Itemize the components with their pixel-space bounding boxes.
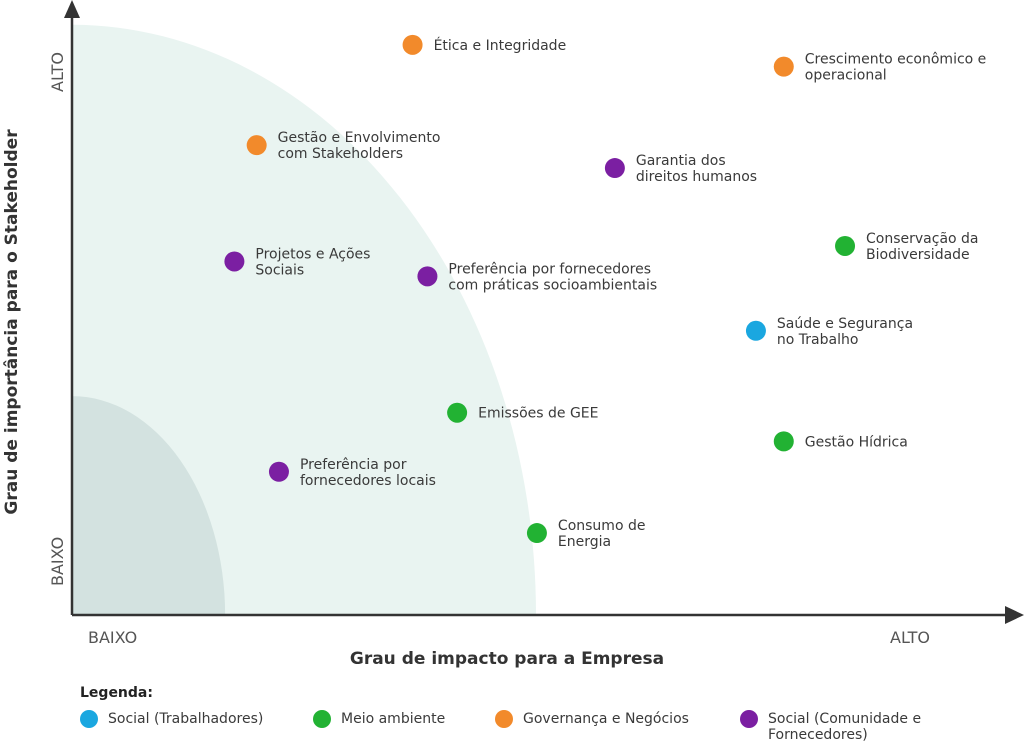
- point-marker: [604, 158, 625, 179]
- point-label: Garantia dos: [636, 153, 726, 169]
- x-axis-arrow-icon: [1005, 606, 1024, 624]
- point-marker: [402, 34, 423, 55]
- point-marker: [835, 235, 856, 256]
- point-label: Preferência por fornecedores: [448, 261, 651, 277]
- legend-label: Meio ambiente: [341, 711, 446, 727]
- point-label: Emissões de GEE: [478, 406, 598, 422]
- point-label: Gestão Hídrica: [805, 434, 908, 450]
- x-axis-title: Grau de impacto para a Empresa: [350, 649, 664, 669]
- legend-dot: [495, 710, 513, 728]
- legend-title: Legenda:: [80, 685, 153, 701]
- x-tick-low: BAIXO: [88, 628, 137, 647]
- point-label: Biodiversidade: [866, 247, 970, 263]
- data-point: Emissões de GEE: [447, 402, 598, 423]
- point-label: Energia: [558, 534, 611, 550]
- legend-dot: [313, 710, 331, 728]
- zone-outer: [72, 24, 536, 616]
- legend-item-social-trabalhadores: Social (Trabalhadores): [80, 710, 264, 728]
- point-label: Consumo de: [558, 518, 646, 534]
- point-marker: [224, 251, 245, 272]
- point-marker: [246, 135, 267, 156]
- point-label: e efluentes: [654, 0, 732, 2]
- point-label: operacional: [805, 68, 887, 84]
- legend-item-governanca: Governança e Negócios: [495, 710, 689, 728]
- legend-dot: [740, 710, 758, 728]
- point-label: com práticas socioambientais: [448, 277, 657, 293]
- legend-label: Social (Trabalhadores): [108, 711, 264, 727]
- point-marker: [773, 56, 794, 77]
- point-marker: [417, 266, 438, 287]
- point-label: Crescimento econômico e: [805, 52, 987, 68]
- data-point: Gestão de resíduose efluentes: [654, 0, 732, 2]
- point-label: no Trabalho: [777, 332, 859, 348]
- data-points: Equidade e DiversidadeGestão de resíduos…: [224, 0, 986, 550]
- point-marker: [745, 320, 766, 341]
- point-label: Projetos e Ações: [255, 246, 370, 262]
- point-label: com Stakeholders: [278, 146, 403, 162]
- point-label: fornecedores locais: [300, 473, 436, 489]
- y-tick-low: BAIXO: [48, 537, 67, 586]
- point-marker: [268, 461, 289, 482]
- point-marker: [773, 431, 794, 452]
- legend-label: Governança e Negócios: [523, 711, 689, 727]
- legend: Legenda: Social (Trabalhadores) Meio ambi…: [80, 685, 1010, 751]
- x-tick-high: ALTO: [890, 628, 930, 647]
- point-marker: [447, 402, 468, 423]
- point-label: Saúde e Segurança: [777, 316, 913, 332]
- zone-inner: [72, 396, 226, 615]
- point-label: Ética e Integridade: [434, 37, 567, 54]
- data-point: Gestão Hídrica: [773, 431, 908, 452]
- y-axis-arrow-icon: [64, 0, 80, 18]
- point-label: Gestão e Envolvimento: [278, 130, 441, 146]
- legend-dot: [80, 710, 98, 728]
- point-label: direitos humanos: [636, 169, 757, 185]
- axes: [64, 0, 1024, 624]
- legend-items: Social (Trabalhadores) Meio ambiente Gover…: [80, 710, 1010, 751]
- priority-zones: [72, 24, 536, 616]
- y-axis-title: Grau de importância para o Stakeholder: [2, 129, 22, 515]
- point-label: Sociais: [255, 262, 304, 278]
- legend-item-meio-ambiente: Meio ambiente: [313, 710, 446, 728]
- point-marker: [526, 523, 547, 544]
- y-tick-high: ALTO: [48, 52, 67, 92]
- point-label: Preferência por: [300, 457, 407, 473]
- point-label: Conservação da: [866, 231, 979, 247]
- data-point: Ética e Integridade: [402, 34, 567, 55]
